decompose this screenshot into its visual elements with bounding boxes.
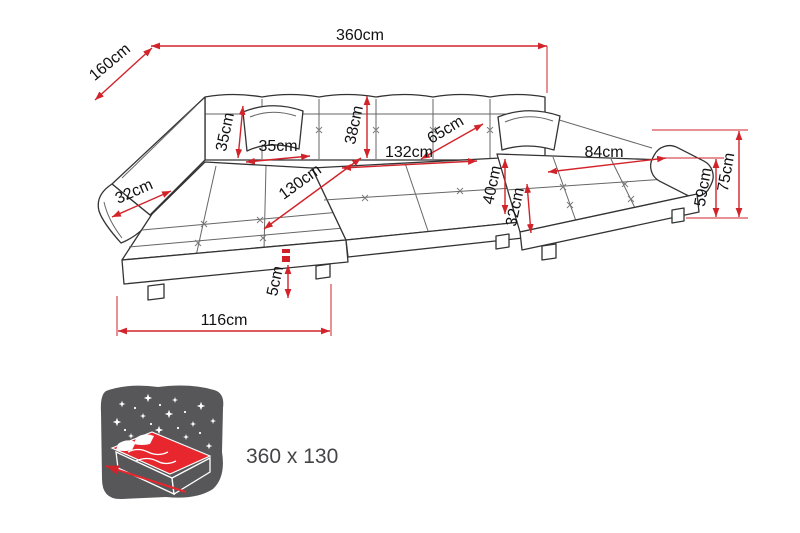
- sofa-center-seats: [311, 157, 524, 258]
- dim-total-height-label: 75cm: [715, 151, 739, 192]
- dimension-total-height: 75cm: [652, 129, 748, 219]
- dim-pillow-width-label: 35cm: [258, 138, 297, 155]
- dim-left-chaise-width-label: 116cm: [201, 312, 248, 329]
- dimension-left-chaise-width: 116cm: [116, 284, 332, 336]
- dim-leg-height-label: 5cm: [264, 265, 287, 298]
- sofa-left-front: [121, 239, 349, 301]
- dim-left-side-depth-label: 160cm: [86, 41, 134, 85]
- dimension-left-side-depth: 160cm: [86, 41, 153, 101]
- dimension-right-chaise-width: 84cm: [547, 144, 667, 175]
- sleeping-size-label: 360 x 130: [246, 445, 338, 468]
- dim-total-width-label: 360cm: [336, 27, 384, 44]
- dimension-center-seat-width: 132cm: [341, 144, 478, 171]
- left-pillow: [242, 105, 304, 152]
- dimension-armrest-height: 59cm: [664, 157, 724, 217]
- dim-armrest-height-label: 59cm: [692, 166, 716, 207]
- dimension-leg-height: 5cm: [264, 265, 292, 298]
- dim-right-chaise-width-label: 84cm: [584, 144, 623, 161]
- dimension-total-width: 360cm: [151, 27, 548, 93]
- sofa-right-chaise: [496, 110, 714, 261]
- brand-tag-icon: [282, 249, 290, 262]
- dim-center-seat-width-label: 132cm: [385, 144, 433, 161]
- sleeping-function-bed-icon: [100, 385, 224, 500]
- sleeping-function: 360 x 130: [100, 385, 338, 500]
- sofa-drawing: [97, 93, 714, 301]
- right-pillow: [497, 110, 561, 151]
